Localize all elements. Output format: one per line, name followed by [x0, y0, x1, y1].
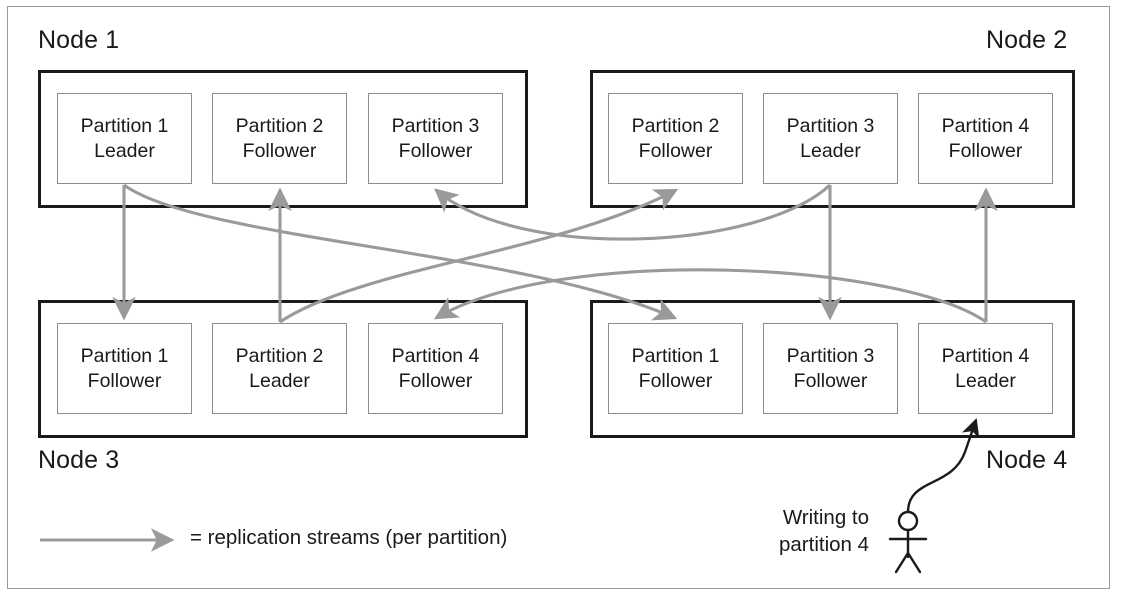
partition-role: Follower [638, 369, 713, 392]
partition-name: Partition 2 [235, 115, 324, 138]
legend-text: = replication streams (per partition) [190, 526, 508, 549]
partition-name: Partition 2 [631, 115, 720, 138]
node-label-node-3: Node 3 [38, 446, 120, 474]
partition-role: Leader [249, 369, 310, 392]
partition-role: Leader [800, 139, 861, 162]
client-write-label: Writing to partition 4 [779, 505, 869, 558]
client-write-label-line-1: Writing to [782, 506, 870, 529]
partition-role: Follower [242, 139, 317, 162]
partition-box-node-3-2[interactable]: Partition 4 Follower [368, 323, 503, 414]
partition-box-node-1-0[interactable]: Partition 1 Leader [57, 93, 192, 184]
partition-box-node-4-2[interactable]: Partition 4 Leader [918, 323, 1053, 414]
partition-role: Follower [638, 139, 713, 162]
partition-name: Partition 1 [80, 115, 169, 138]
client-write-label-line-2: partition 4 [779, 532, 870, 556]
figure-frame [7, 6, 1110, 589]
node-label-node-4: Node 4 [986, 446, 1068, 474]
partition-name: Partition 4 [391, 345, 480, 368]
partition-box-node-1-1[interactable]: Partition 2 Follower [212, 93, 347, 184]
partition-name: Partition 1 [631, 345, 720, 368]
partition-box-node-3-0[interactable]: Partition 1 Follower [57, 323, 192, 414]
partition-name: Partition 1 [80, 345, 169, 368]
partition-role: Leader [94, 139, 155, 162]
partition-name: Partition 2 [235, 345, 324, 368]
partition-role: Follower [398, 139, 473, 162]
partition-name: Partition 3 [391, 115, 480, 138]
node-box-node-2 [590, 70, 1075, 208]
partition-name: Partition 4 [941, 345, 1030, 368]
partition-box-node-1-2[interactable]: Partition 3 Follower [368, 93, 503, 184]
partition-role: Follower [948, 139, 1023, 162]
partition-name: Partition 3 [786, 115, 875, 138]
partition-role: Follower [398, 369, 473, 392]
partition-box-node-4-0[interactable]: Partition 1 Follower [608, 323, 743, 414]
partition-role: Leader [955, 369, 1016, 392]
partition-role: Follower [793, 369, 868, 392]
node-label-node-2: Node 2 [986, 26, 1068, 54]
node-label-node-1: Node 1 [38, 26, 120, 54]
partition-role: Follower [87, 369, 162, 392]
partition-box-node-2-2[interactable]: Partition 4 Follower [918, 93, 1053, 184]
partition-box-node-2-0[interactable]: Partition 2 Follower [608, 93, 743, 184]
partition-box-node-2-1[interactable]: Partition 3 Leader [763, 93, 898, 184]
partition-name: Partition 4 [941, 115, 1030, 138]
partition-name: Partition 3 [786, 345, 875, 368]
partition-box-node-4-1[interactable]: Partition 3 Follower [763, 323, 898, 414]
partition-box-node-3-1[interactable]: Partition 2 Leader [212, 323, 347, 414]
